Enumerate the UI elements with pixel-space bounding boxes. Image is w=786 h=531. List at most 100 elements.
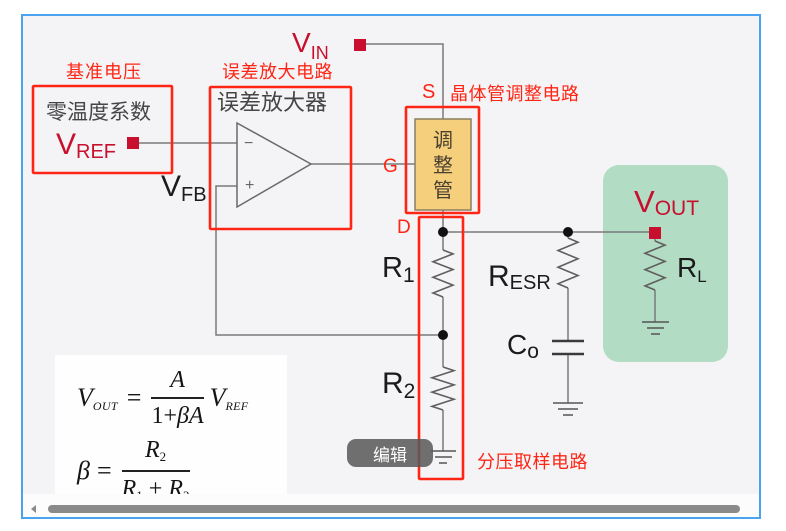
- source-terminal-label: S: [422, 81, 436, 103]
- edit-button[interactable]: 编辑: [347, 439, 433, 467]
- vout-equation: VOUT = A 1+βA VREF: [77, 367, 248, 429]
- vref-label-subscript: REF: [76, 141, 117, 163]
- divider-block-outline: [417, 215, 465, 481]
- r2-label: R2: [382, 367, 415, 403]
- ldo-circuit-diagram: VIN VREF VFB VOUT R1 R2 RESR RL: [23, 16, 759, 494]
- vref-label: VREF: [56, 128, 117, 163]
- vout-eq-rhs-symbol: V: [209, 382, 226, 412]
- vout-eq-denominator-var: βA: [177, 402, 204, 429]
- vin-label-symbol: V: [292, 27, 311, 58]
- ground-icon-divider: [431, 450, 456, 464]
- vout-eq-lhs-symbol: V: [77, 382, 93, 412]
- beta-equation: β = R2 R1+R2: [77, 437, 196, 494]
- vfb-label-symbol: V: [161, 170, 182, 203]
- r1-label-symbol: R: [382, 252, 403, 284]
- resistor-r1-icon: [430, 249, 456, 298]
- beta-eq-fraction: R2 R1+R2: [116, 437, 196, 494]
- opamp-triangle-icon: [236, 121, 313, 209]
- vout-eq-rhs-subscript: REF: [225, 398, 249, 413]
- vout-eq-numerator: A: [170, 367, 185, 393]
- rl-label-symbol: R: [677, 252, 698, 283]
- circuit-schematic: [31, 39, 728, 481]
- vref-terminal: [127, 137, 139, 149]
- vfb-label-subscript: FB: [181, 184, 207, 206]
- beta-eq-numerator: R2: [145, 437, 166, 466]
- vin-label-subscript: IN: [310, 43, 329, 63]
- r2-label-symbol: R: [382, 367, 404, 400]
- capacitor-co-icon: [552, 339, 584, 356]
- beta-eq-den2-symbol: R: [168, 475, 184, 495]
- pass-transistor-title: 调 整 管: [415, 128, 471, 203]
- pass-transistor-char-2: 整: [433, 153, 453, 177]
- beta-eq-denominator: R1+R2: [122, 476, 190, 495]
- co-label: Co: [507, 329, 539, 363]
- vfb-label: VFB: [161, 170, 207, 206]
- vout-label-symbol: V: [634, 184, 655, 219]
- vout-eq-rhs: VREF: [209, 382, 249, 413]
- scrollbar-thumb[interactable]: [48, 505, 740, 513]
- ground-icon-load: [642, 321, 669, 335]
- reference-block-outline: [31, 84, 174, 175]
- divider-annotation: 分压取样电路: [477, 452, 588, 473]
- beta-eq-den2-subscript: 2: [183, 488, 190, 495]
- pass-transistor-char-3: 管: [433, 178, 453, 202]
- feedback-wire: [215, 185, 443, 336]
- output-load-zone: [603, 165, 728, 362]
- gate-terminal-label: G: [383, 156, 398, 177]
- pass-transistor-annotation: 晶体管调整电路: [450, 84, 580, 105]
- pass-transistor-char-1: 调: [433, 128, 453, 152]
- pass-transistor-box: [414, 118, 472, 211]
- vout-eq-equals: =: [126, 382, 142, 412]
- beta-eq-num-subscript: 2: [159, 449, 167, 464]
- vref-label-symbol: V: [56, 128, 77, 161]
- r2-label-subscript: 2: [403, 380, 416, 403]
- vout-label-subscript: OUT: [654, 197, 700, 220]
- co-label-symbol: C: [507, 329, 528, 360]
- formula-panel: VOUT = A 1+βA VREF β = R2 R1+R2: [55, 355, 287, 494]
- vout-label: VOUT: [634, 184, 700, 220]
- resistor-rl-icon: [642, 240, 668, 291]
- rl-label: RL: [677, 252, 707, 286]
- vout-eq-denominator-const: 1+: [151, 402, 178, 429]
- reference-title: 零温度系数: [46, 100, 151, 124]
- beta-eq-num-symbol: R: [144, 437, 160, 463]
- vin-label: VIN: [292, 27, 329, 63]
- beta-eq-plus: +: [148, 475, 163, 495]
- drain-terminal-label: D: [397, 217, 411, 238]
- vout-eq-fraction: A 1+βA: [145, 367, 209, 429]
- opamp-inverting-sign: −: [244, 135, 254, 152]
- co-label-subscript: o: [527, 340, 539, 363]
- pass-transistor-block-outline: [404, 105, 481, 215]
- error-amplifier-block-outline: [208, 85, 353, 231]
- resr-label-symbol: R: [488, 260, 510, 293]
- error-amplifier-title: 误差放大器: [217, 91, 328, 116]
- resr-label-subscript: ESR: [509, 272, 551, 294]
- image-viewport: VIN VREF VFB VOUT R1 R2 RESR RL: [23, 16, 759, 494]
- rl-label-subscript: L: [697, 267, 707, 286]
- beta-eq-den1-symbol: R: [121, 475, 137, 495]
- vout-eq-lhs-subscript: OUT: [92, 398, 118, 413]
- r1-label-subscript: 1: [402, 264, 415, 287]
- junction-dot-feedback: [438, 330, 448, 340]
- beta-eq-lhs: β: [77, 455, 90, 485]
- horizontal-scrollbar[interactable]: [23, 494, 759, 517]
- beta-eq-den1-subscript: 1: [136, 488, 143, 495]
- beta-eq-equals: =: [96, 455, 112, 485]
- vout-eq-denominator: 1+βA: [151, 403, 203, 429]
- vin-terminal: [354, 39, 366, 51]
- junction-dot-drain: [438, 227, 448, 237]
- vout-eq-fraction-bar: [151, 397, 204, 399]
- vin-wire: [366, 43, 444, 119]
- resr-label: RESR: [488, 260, 551, 294]
- resistor-r2-icon: [429, 366, 457, 411]
- image-viewer-frame: VIN VREF VFB VOUT R1 R2 RESR RL: [21, 14, 761, 519]
- vout-eq-lhs: VOUT: [77, 382, 118, 413]
- resistor-resr-icon: [555, 237, 581, 289]
- r1-label: R1: [382, 252, 415, 287]
- junction-dot-resr: [563, 227, 573, 237]
- opamp-noninverting-sign: +: [245, 177, 255, 194]
- scroll-left-arrow-icon[interactable]: [31, 505, 36, 513]
- ground-icon-capacitor: [553, 402, 583, 416]
- error-amplifier-annotation: 误差放大电路: [222, 62, 333, 83]
- beta-eq-fraction-bar: [121, 470, 190, 472]
